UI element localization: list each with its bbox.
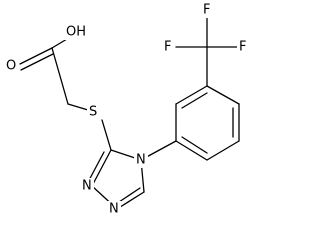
bond-s-c3 [101,119,112,151]
molecule-structure: OH O S N N N F F [4,2,249,217]
bonds [19,17,240,210]
sulfur-text: S [89,105,97,120]
bond-ph-2 [175,85,208,105]
fluorine-right-text: F [239,40,246,55]
bond-cooh-ch2 [51,47,69,105]
sulfur-label: S [87,104,101,120]
bond-ph-3 [206,85,240,105]
triazole-n4-label: N [134,152,148,168]
bond-ph-inner-1 [181,92,208,109]
hydroxyl-label: OH [64,24,86,40]
fluorine-left-label: F [162,39,174,55]
carbonyl-oxygen-text: O [6,59,16,74]
carbonyl-oxygen-label: O [4,58,18,74]
bond-ph-5 [206,140,240,161]
bond-carbonyl-2 [20,53,54,71]
fluorine-right-label: F [237,39,249,55]
triazole-n2-label: N [80,178,94,194]
bond-n1-c5-2 [118,187,141,203]
bond-ch2-s [67,103,89,111]
bond-c3-n2-1 [91,149,112,187]
hydroxyl-text: OH [66,25,86,40]
bond-n1-c5-1 [116,191,145,210]
triazole-n1-text: N [109,202,119,217]
bond-carbonyl-1 [19,47,53,65]
bond-ph-inner-3 [181,136,208,154]
fluorine-left-text: F [164,40,171,55]
fluorine-top-text: F [203,3,210,18]
fluorine-top-label: F [201,2,213,18]
triazole-n1-label: N [107,201,121,217]
triazole-n2-text: N [82,179,92,194]
triazole-n4-text: N [136,153,146,168]
bond-cooh-oh [51,38,68,49]
atom-labels: OH O S N N N F F [4,2,249,217]
bond-ph-6 [175,140,208,161]
